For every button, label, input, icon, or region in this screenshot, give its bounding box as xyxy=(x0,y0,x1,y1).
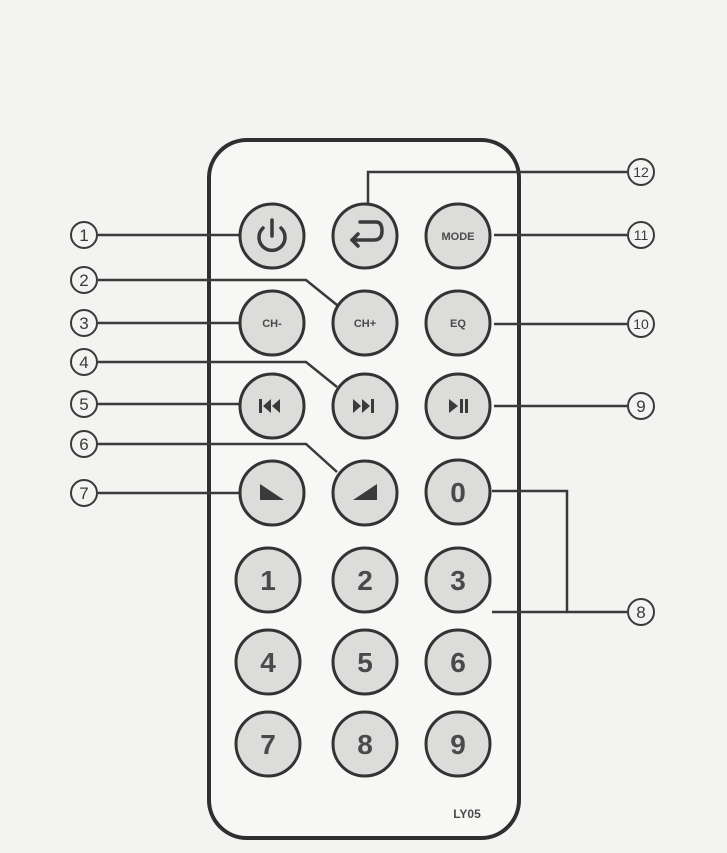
ch-plus-button[interactable]: CH+ xyxy=(331,289,399,357)
svg-text:11: 11 xyxy=(634,227,649,243)
callout-8: 8 xyxy=(627,598,655,626)
play-pause-button[interactable] xyxy=(424,372,492,440)
digit-3-button[interactable]: 3 xyxy=(424,546,492,614)
callout-4: 4 xyxy=(70,348,98,376)
next-button[interactable] xyxy=(331,372,399,440)
callout-11: 11 xyxy=(627,221,655,249)
svg-text:4: 4 xyxy=(79,353,88,372)
next-track-icon xyxy=(353,399,374,413)
play-pause-icon xyxy=(449,399,468,413)
svg-text:CH+: CH+ xyxy=(354,318,376,330)
return-button[interactable] xyxy=(331,202,399,270)
svg-text:3: 3 xyxy=(450,565,466,596)
svg-text:1: 1 xyxy=(260,565,276,596)
digit-8-button[interactable]: 8 xyxy=(331,710,399,778)
svg-text:2: 2 xyxy=(357,565,373,596)
svg-text:9: 9 xyxy=(450,729,466,760)
digit-9-button[interactable]: 9 xyxy=(424,710,492,778)
volume-up-button[interactable] xyxy=(331,459,399,527)
callout-1: 1 xyxy=(70,221,98,249)
callout-7: 7 xyxy=(70,479,98,507)
volume-up-icon xyxy=(353,484,377,500)
power-button[interactable] xyxy=(238,202,306,270)
previous-track-icon xyxy=(259,399,280,413)
digit-0-button[interactable]: 0 xyxy=(424,458,492,526)
svg-text:10: 10 xyxy=(633,316,649,332)
svg-text:2: 2 xyxy=(79,271,88,290)
eq-button[interactable]: EQ xyxy=(424,289,492,357)
volume-down-button[interactable] xyxy=(238,459,306,527)
callout-lines xyxy=(98,170,627,614)
callout-9: 9 xyxy=(627,392,655,420)
callout-12: 12 xyxy=(627,158,655,186)
power-icon xyxy=(257,218,287,253)
ch-minus-button[interactable]: CH- xyxy=(238,289,306,357)
svg-text:MODE: MODE xyxy=(442,231,475,243)
digit-5-button[interactable]: 5 xyxy=(331,628,399,696)
volume-down-icon xyxy=(260,484,284,500)
model-label: LY05 xyxy=(453,807,481,821)
svg-text:EQ: EQ xyxy=(450,318,466,330)
svg-text:7: 7 xyxy=(260,729,276,760)
digit-7-button[interactable]: 7 xyxy=(234,710,302,778)
callout-3: 3 xyxy=(70,309,98,337)
callout-5: 5 xyxy=(70,390,98,418)
svg-text:CH-: CH- xyxy=(262,318,282,330)
previous-button[interactable] xyxy=(238,372,306,440)
svg-text:4: 4 xyxy=(260,647,276,678)
svg-text:5: 5 xyxy=(357,647,373,678)
return-arrow-icon xyxy=(350,220,384,248)
svg-text:8: 8 xyxy=(357,729,373,760)
digit-4-button[interactable]: 4 xyxy=(234,628,302,696)
digit-6-button[interactable]: 6 xyxy=(424,628,492,696)
callout-2: 2 xyxy=(70,266,98,294)
mode-button[interactable]: MODE xyxy=(424,202,492,270)
digit-1-button[interactable]: 1 xyxy=(234,546,302,614)
svg-text:7: 7 xyxy=(79,484,88,503)
digit-2-button[interactable]: 2 xyxy=(331,546,399,614)
svg-text:5: 5 xyxy=(79,395,88,414)
svg-text:0: 0 xyxy=(450,477,466,508)
svg-text:6: 6 xyxy=(450,647,466,678)
callout-10: 10 xyxy=(627,310,655,338)
svg-text:1: 1 xyxy=(79,226,88,245)
callout-6: 6 xyxy=(70,430,98,458)
svg-text:3: 3 xyxy=(79,314,88,333)
svg-text:9: 9 xyxy=(636,397,645,416)
svg-text:6: 6 xyxy=(79,435,88,454)
svg-text:12: 12 xyxy=(633,164,649,180)
svg-text:8: 8 xyxy=(636,603,645,622)
